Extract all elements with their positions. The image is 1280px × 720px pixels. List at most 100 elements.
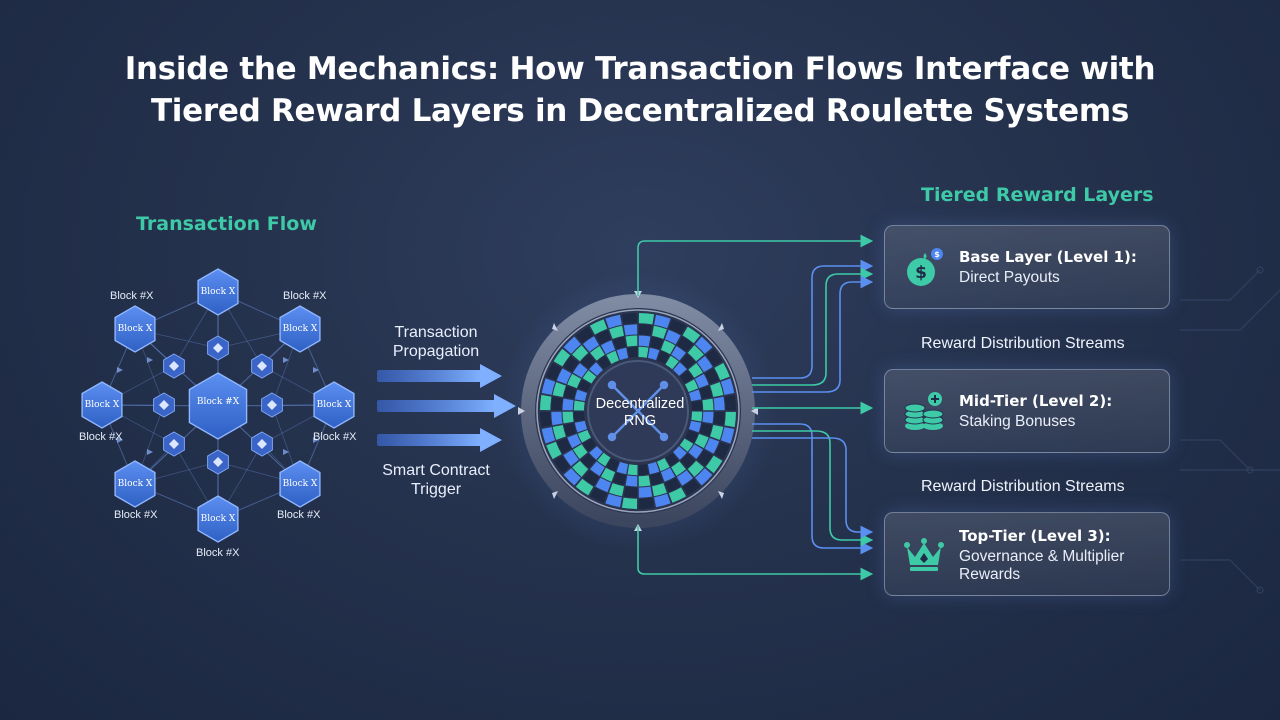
- hex-text-2: Block X: [117, 324, 153, 334]
- wheel-segment: [720, 378, 735, 395]
- tier-title-base: Base Layer (Level 1):: [959, 248, 1137, 266]
- wheel-segment: [654, 493, 671, 508]
- wheel-segment: [714, 362, 730, 381]
- wheel-segment: [638, 475, 651, 487]
- hex-text-7: Block X: [282, 479, 318, 489]
- wheel-segment: [553, 455, 571, 474]
- wheel-segment: [600, 340, 616, 355]
- wheel-segment: [664, 329, 681, 345]
- wheel-segment: [638, 486, 653, 498]
- wheel-segment: [574, 389, 588, 402]
- wheel-segment: [597, 452, 611, 467]
- wheel-segment: [705, 348, 723, 367]
- wheel-segment: [702, 398, 714, 411]
- coin-stack-icon: [904, 392, 944, 430]
- wheel-segment: [556, 437, 572, 454]
- wheel-segment: [650, 472, 664, 486]
- stream-label-1: Reward Distribution Streams: [921, 335, 1125, 352]
- title-line-1: Inside the Mechanics: How Transaction Fl…: [124, 51, 1156, 87]
- wheel-segment: [595, 329, 612, 345]
- wheel-segment: [665, 452, 679, 467]
- wheel-segment: [687, 460, 704, 477]
- wheel-segment: [577, 379, 591, 392]
- tier-card-top: Top-Tier (Level 3): Governance & Multipl…: [884, 512, 1170, 596]
- wheel-segment: [541, 427, 556, 444]
- dollar-coin-icon: $ $: [907, 248, 943, 286]
- wheel-segment: [638, 335, 651, 347]
- wheel-segment: [625, 335, 638, 347]
- transaction-arrow-3: [377, 428, 502, 452]
- wheel-segment: [688, 389, 702, 402]
- network-flow-tick: [313, 437, 319, 443]
- wheel-segment: [612, 472, 626, 486]
- wheel-segment: [600, 467, 616, 482]
- wheel-segment: [647, 461, 660, 475]
- hex-text-1: Block X: [200, 287, 236, 297]
- block-hex-8: [197, 495, 239, 543]
- wheel-segment: [575, 478, 594, 496]
- wheel-segment: [575, 326, 594, 344]
- roulette-wheel: [498, 271, 778, 551]
- wheel-segment: [580, 453, 596, 469]
- network-flow-tick: [117, 367, 123, 373]
- wheel-segment: [589, 362, 603, 376]
- wheel-segment: [697, 355, 713, 373]
- hex-text-5: Block X: [316, 400, 352, 410]
- wheel-segment: [573, 411, 585, 422]
- wheel-segment: [567, 433, 582, 449]
- wheel-segment: [676, 336, 694, 352]
- wheel-segment: [556, 368, 572, 385]
- wheel-segment: [724, 411, 736, 428]
- trigger-line-2: Trigger: [410, 481, 462, 498]
- block-label-mid-left: Block #X: [79, 431, 123, 443]
- wheel-segment: [680, 453, 696, 469]
- block-hex-7: [279, 460, 321, 508]
- wheel-segment: [562, 411, 574, 424]
- wheel-segment: [605, 493, 622, 508]
- wheel-segment: [688, 444, 703, 459]
- node-spark-icon: [213, 457, 223, 467]
- wheel-segment: [616, 347, 629, 361]
- block-hex-3: [279, 305, 321, 353]
- wheel-segment: [582, 336, 600, 352]
- wheel-segment: [638, 346, 649, 358]
- wheel-segment: [623, 324, 638, 336]
- wheel-segment: [685, 379, 699, 392]
- wheel-segment: [704, 368, 720, 385]
- wheel-segment: [606, 350, 619, 364]
- network-flow-tick: [117, 437, 123, 443]
- rng-cross-icon: [607, 380, 669, 442]
- wheel-segment: [713, 411, 725, 426]
- transaction-propagation-label: Transaction Propagation: [380, 323, 492, 361]
- tier-subtitle-mid: Staking Bonuses: [959, 413, 1076, 430]
- network-flow-tick: [283, 449, 289, 455]
- wheel-segment: [688, 420, 702, 433]
- stream-label-2: Reward Distribution Streams: [921, 478, 1125, 495]
- wheel-segment: [680, 353, 696, 369]
- wheel-segment: [563, 355, 579, 373]
- wheel-segment: [704, 437, 720, 454]
- block-hex-center: [188, 372, 248, 440]
- wheel-segment: [597, 355, 611, 370]
- wheel-segment: [609, 483, 624, 497]
- wheel-segment: [673, 446, 687, 460]
- wheel-segment: [541, 378, 556, 395]
- wheel-segment: [627, 346, 638, 358]
- wheel-segment: [660, 467, 676, 482]
- wheel-segment: [694, 373, 709, 389]
- svg-text:$: $: [934, 250, 940, 259]
- wheel-segment: [623, 486, 638, 498]
- wheel-segment: [654, 314, 671, 329]
- tiered-reward-heading: Tiered Reward Layers: [921, 184, 1154, 206]
- trigger-line-1: Smart Contract: [382, 462, 490, 479]
- transaction-flow-heading: Transaction Flow: [136, 213, 317, 235]
- wheel-segment: [699, 423, 713, 437]
- block-hex-1: [197, 268, 239, 316]
- propagation-line-1: Transaction: [394, 324, 478, 341]
- wheel-segment: [546, 441, 562, 460]
- wheel-segment: [682, 478, 701, 496]
- block-label-bottom-right: Block #X: [277, 509, 321, 521]
- wheel-segment: [702, 411, 714, 424]
- wheel-segment: [679, 438, 694, 452]
